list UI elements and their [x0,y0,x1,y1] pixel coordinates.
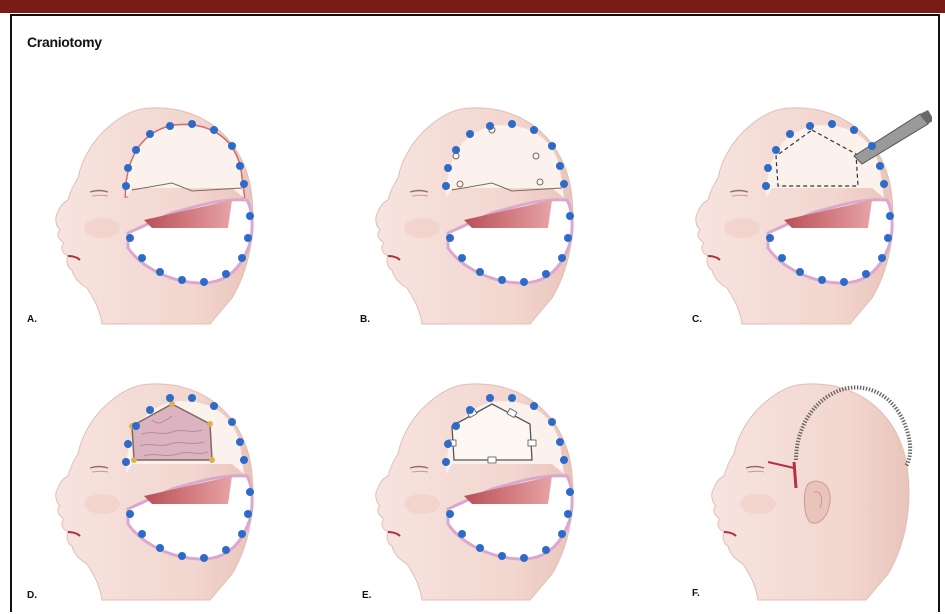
panel-b [352,88,592,328]
panel-d [32,364,272,604]
head-illustration-a [32,88,272,328]
panel-label-a: A. [27,314,37,325]
panel-e [352,364,592,604]
panel-label-c: C. [692,314,702,325]
panel-label-e: E. [362,590,371,601]
panel-label-d: D. [27,590,37,601]
head-illustration-c [672,88,932,328]
figure-title: Craniotomy [27,34,102,50]
panel-c [672,88,932,328]
panel-a [32,88,272,328]
header-bar [0,0,945,13]
head-illustration-e [352,364,592,604]
panel-f [688,364,928,604]
head-illustration-f [688,364,928,604]
head-illustration-b [352,88,592,328]
head-illustration-d [32,364,272,604]
panel-label-b: B. [360,314,370,325]
panel-label-f: F. [692,588,700,599]
